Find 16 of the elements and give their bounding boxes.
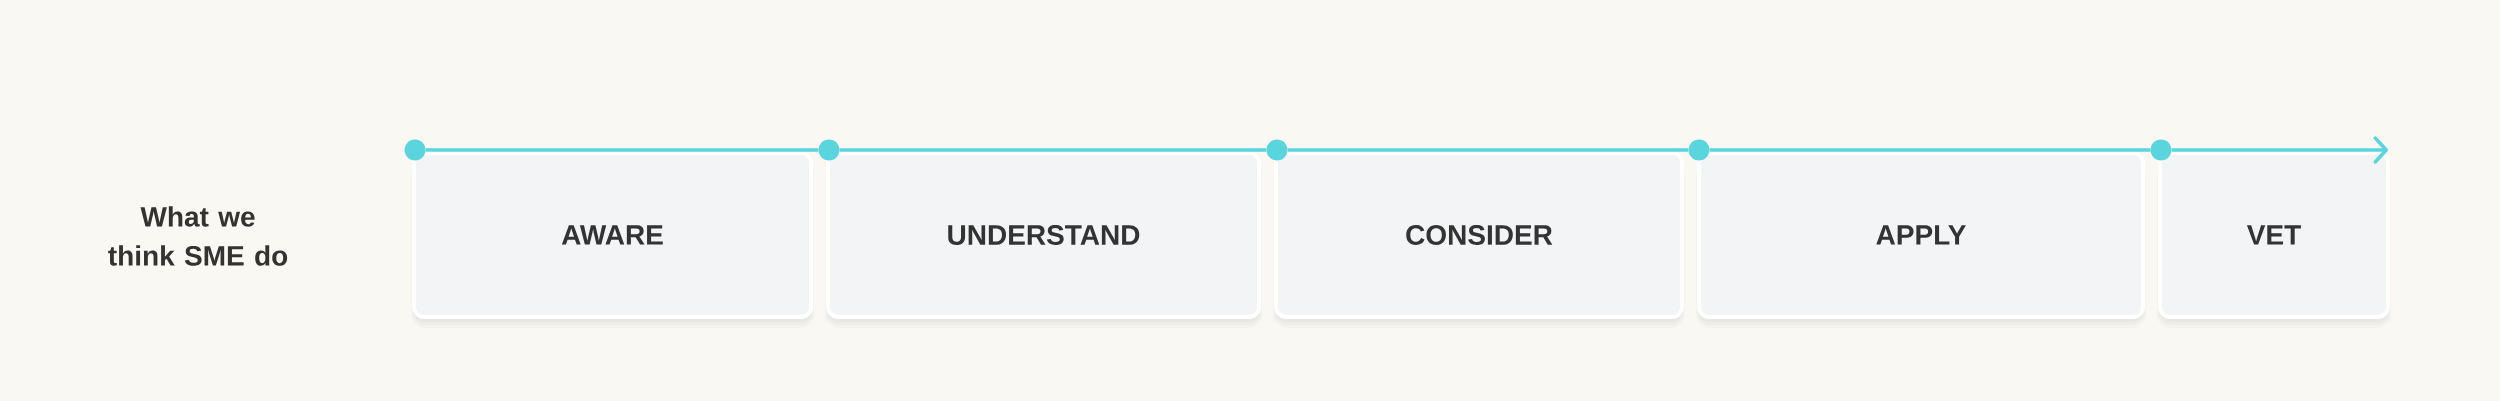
timeline-dot xyxy=(1688,139,1710,161)
timeline-line xyxy=(2171,136,2388,164)
timeline-dot xyxy=(404,139,426,161)
timeline-dot xyxy=(1266,139,1288,161)
timeline-line xyxy=(1709,148,2151,152)
timeline-line xyxy=(1287,148,1689,152)
row-label: What we think SME do xyxy=(108,206,288,266)
stage-box: CONSIDER xyxy=(1273,151,1685,328)
stage-box: UNDERSTAND xyxy=(825,151,1262,328)
timeline-line xyxy=(839,148,1267,152)
timeline-dot xyxy=(818,139,840,161)
timeline-dot xyxy=(2150,139,2172,161)
stage-box: APPLY xyxy=(1696,151,2146,328)
stage-box: VET xyxy=(2157,151,2391,328)
stage-box: AWARE xyxy=(411,151,814,328)
timeline-line xyxy=(425,148,819,152)
